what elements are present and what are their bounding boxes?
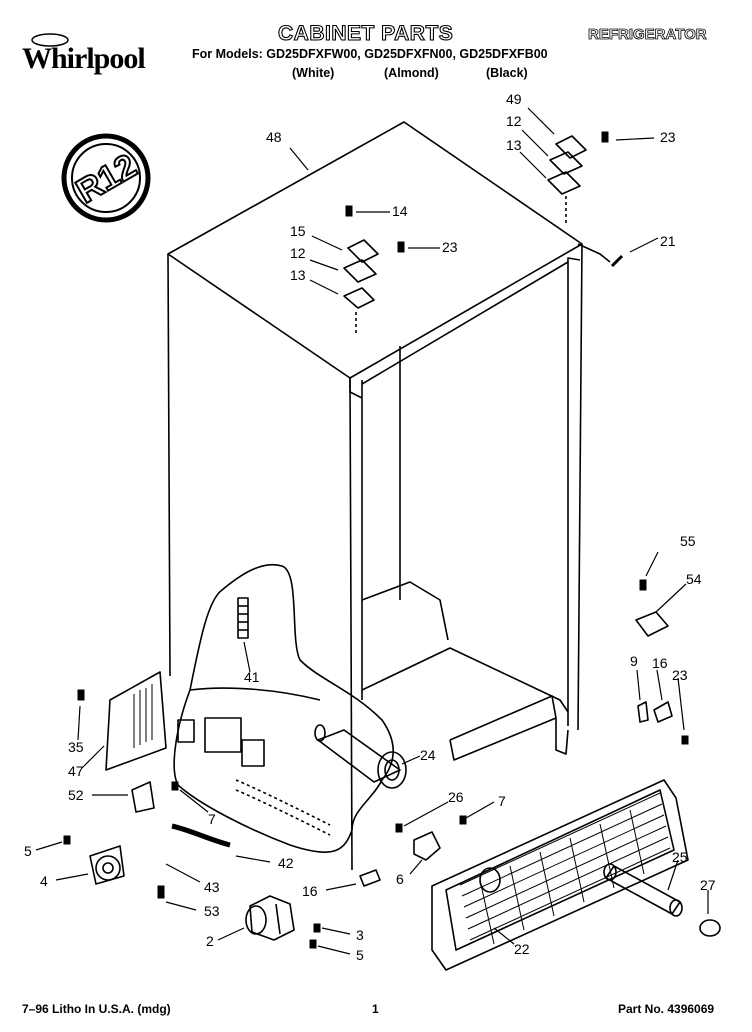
part-number: Part No. 4396069 bbox=[618, 1002, 715, 1016]
callout-4: 4 bbox=[40, 873, 48, 889]
screw-26 bbox=[395, 823, 403, 833]
rear-access-panel bbox=[105, 671, 167, 771]
cabinet-shell bbox=[167, 121, 611, 871]
callout-7-right: 7 bbox=[498, 793, 506, 809]
lower-clip bbox=[359, 869, 381, 887]
page-title: CABINET PARTS bbox=[277, 21, 454, 45]
r12-refrigerant-badge: R12 bbox=[58, 130, 154, 226]
callout-23-top: 23 bbox=[660, 129, 676, 145]
callout-35: 35 bbox=[68, 739, 84, 755]
callout-6: 6 bbox=[396, 871, 404, 887]
callout-2: 2 bbox=[206, 933, 214, 949]
color-black: (Black) bbox=[486, 66, 528, 80]
whirlpool-logo: Whirlpool bbox=[22, 30, 152, 75]
litho-note: 7–96 Litho In U.S.A. (mdg) bbox=[22, 1002, 171, 1016]
screw-3 bbox=[313, 923, 321, 933]
callout-13-top: 13 bbox=[506, 137, 522, 153]
upper-center-hinge bbox=[343, 239, 379, 334]
front-roller bbox=[89, 845, 125, 885]
toe-grille bbox=[431, 779, 689, 971]
screw-5b bbox=[309, 939, 317, 949]
callout-24: 24 bbox=[420, 747, 436, 763]
callout-25: 25 bbox=[672, 849, 688, 865]
shim bbox=[637, 701, 649, 723]
callout-53: 53 bbox=[204, 903, 220, 919]
screw-7a bbox=[171, 781, 179, 791]
model-list: For Models: GD25DFXFW00, GD25DFXFN00, GD… bbox=[192, 47, 548, 61]
callout-16-lower: 16 bbox=[302, 883, 318, 899]
color-almond: (Almond) bbox=[384, 66, 439, 80]
callout-12-center: 12 bbox=[290, 245, 306, 261]
machine-compartment bbox=[177, 717, 331, 836]
screw-23-top bbox=[601, 131, 609, 143]
callout-14: 14 bbox=[392, 203, 408, 219]
hinge-pin bbox=[610, 254, 624, 268]
callout-52: 52 bbox=[68, 787, 84, 803]
brand-name: Whirlpool bbox=[22, 42, 145, 75]
water-tube bbox=[171, 823, 231, 848]
screw-55 bbox=[639, 579, 647, 591]
callout-47: 47 bbox=[68, 763, 84, 779]
screw-14 bbox=[345, 205, 353, 217]
callout-49: 49 bbox=[506, 91, 522, 107]
hinge-block bbox=[635, 611, 669, 637]
screw-53 bbox=[157, 885, 165, 899]
mounting-bracket bbox=[413, 831, 441, 861]
lower-hinge bbox=[653, 701, 673, 723]
filter-cap bbox=[699, 919, 721, 937]
callout-41: 41 bbox=[244, 669, 260, 685]
callout-23-center: 23 bbox=[442, 239, 458, 255]
callout-21: 21 bbox=[660, 233, 676, 249]
screw-7b bbox=[459, 815, 467, 825]
callout-42: 42 bbox=[278, 855, 294, 871]
water-valve bbox=[245, 895, 295, 941]
callout-26: 26 bbox=[448, 789, 464, 805]
filter-cartridge bbox=[603, 863, 683, 917]
callout-22: 22 bbox=[514, 941, 530, 957]
hinge-bracket bbox=[131, 781, 155, 813]
callout-12-top: 12 bbox=[506, 113, 522, 129]
callout-16-right: 16 bbox=[652, 655, 668, 671]
callout-9: 9 bbox=[630, 653, 638, 669]
screw-35 bbox=[77, 689, 85, 701]
page-number: 1 bbox=[372, 1002, 379, 1016]
callout-23-lower: 23 bbox=[672, 667, 688, 683]
coil-spring bbox=[237, 597, 249, 639]
screw-5a bbox=[63, 835, 71, 845]
callout-48: 48 bbox=[266, 129, 282, 145]
insulation-cutaway bbox=[173, 563, 394, 853]
callout-55: 55 bbox=[680, 533, 696, 549]
callout-7-left: 7 bbox=[208, 811, 216, 827]
callout-43: 43 bbox=[204, 879, 220, 895]
callout-5-lower: 5 bbox=[356, 947, 364, 963]
callout-54: 54 bbox=[686, 571, 702, 587]
callout-3: 3 bbox=[356, 927, 364, 943]
screw-23-lower bbox=[681, 735, 689, 745]
product-category: REFRIGERATOR bbox=[588, 26, 707, 44]
color-white: (White) bbox=[292, 66, 335, 80]
callout-13-center: 13 bbox=[290, 267, 306, 283]
callout-15: 15 bbox=[290, 223, 306, 239]
upper-right-hinge bbox=[547, 135, 587, 224]
drain-tube bbox=[314, 724, 407, 789]
callout-27: 27 bbox=[700, 877, 716, 893]
screw-23-center bbox=[397, 241, 405, 253]
callout-5-left: 5 bbox=[24, 843, 32, 859]
